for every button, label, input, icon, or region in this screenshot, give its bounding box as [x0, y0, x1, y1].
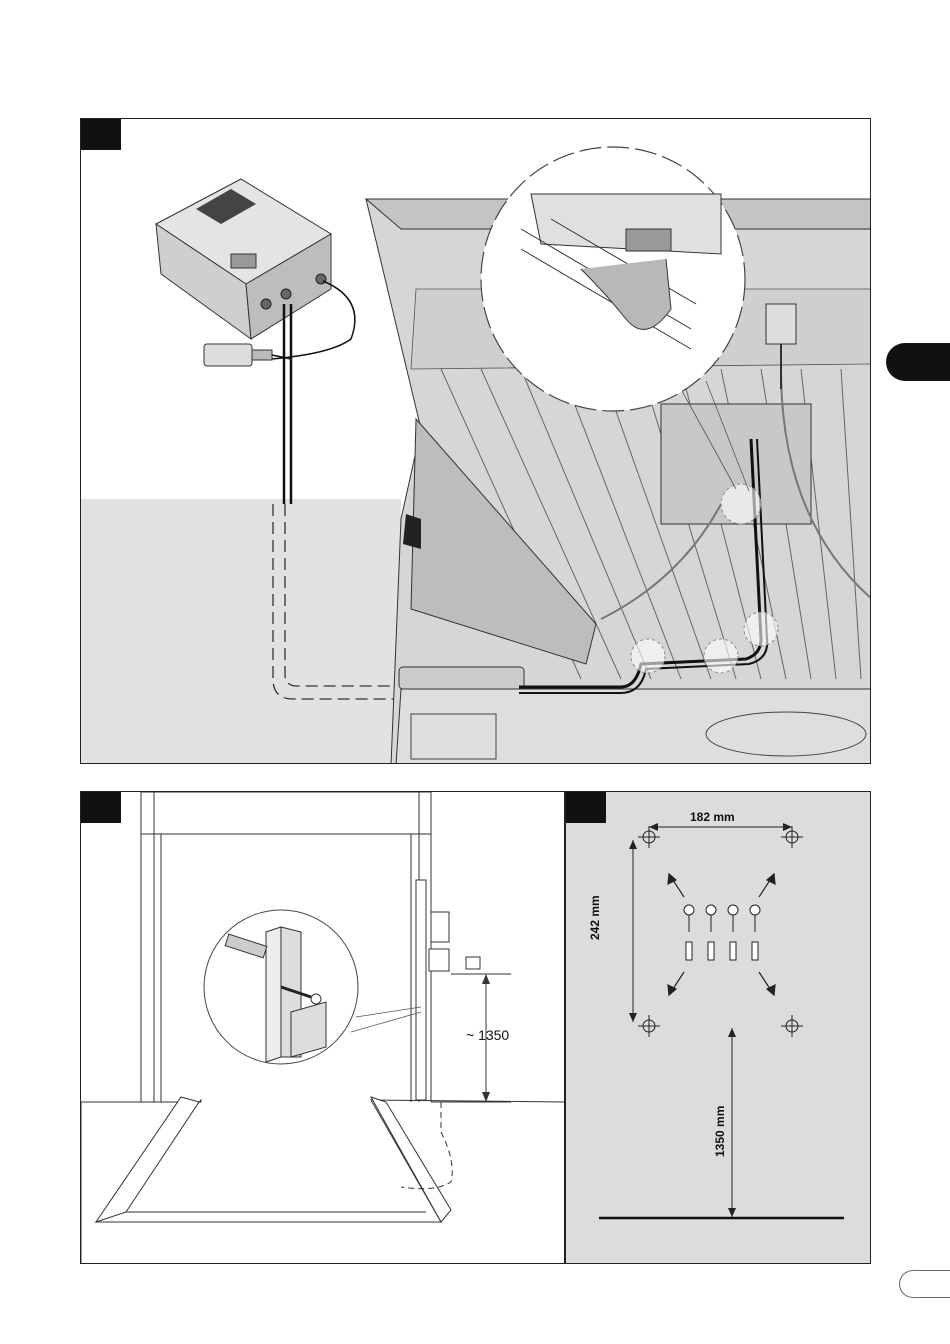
cable-routing-illustration	[81, 119, 871, 764]
power-plug-icon	[204, 344, 291, 366]
floor-distance-label: 1350 mm	[713, 1106, 727, 1157]
direction-arrows	[668, 874, 775, 995]
screws-and-wall-plugs	[684, 905, 760, 960]
wall-surface	[81, 499, 401, 764]
drilling-template-diagram	[566, 792, 871, 1264]
height-dimension-label: 242 mm	[588, 895, 602, 940]
installation-figure-cable-routing	[80, 118, 871, 764]
clip-highlight	[631, 639, 665, 673]
installation-figure-mounting-height: ~ 1350	[80, 791, 565, 1264]
page-number-oval	[899, 1270, 950, 1298]
bottom-rail	[399, 667, 524, 689]
width-dimension-label: 182 mm	[690, 810, 735, 824]
instruction-sign	[431, 912, 449, 942]
section-tab-marker	[886, 343, 950, 381]
drill-hole-marks	[638, 826, 803, 1037]
control-unit-illustration	[156, 179, 331, 339]
approx-height-label: ~ 1350	[466, 1027, 509, 1043]
installation-figure-drilling-template: 182 mm 242 mm 1350 mm	[565, 791, 871, 1264]
